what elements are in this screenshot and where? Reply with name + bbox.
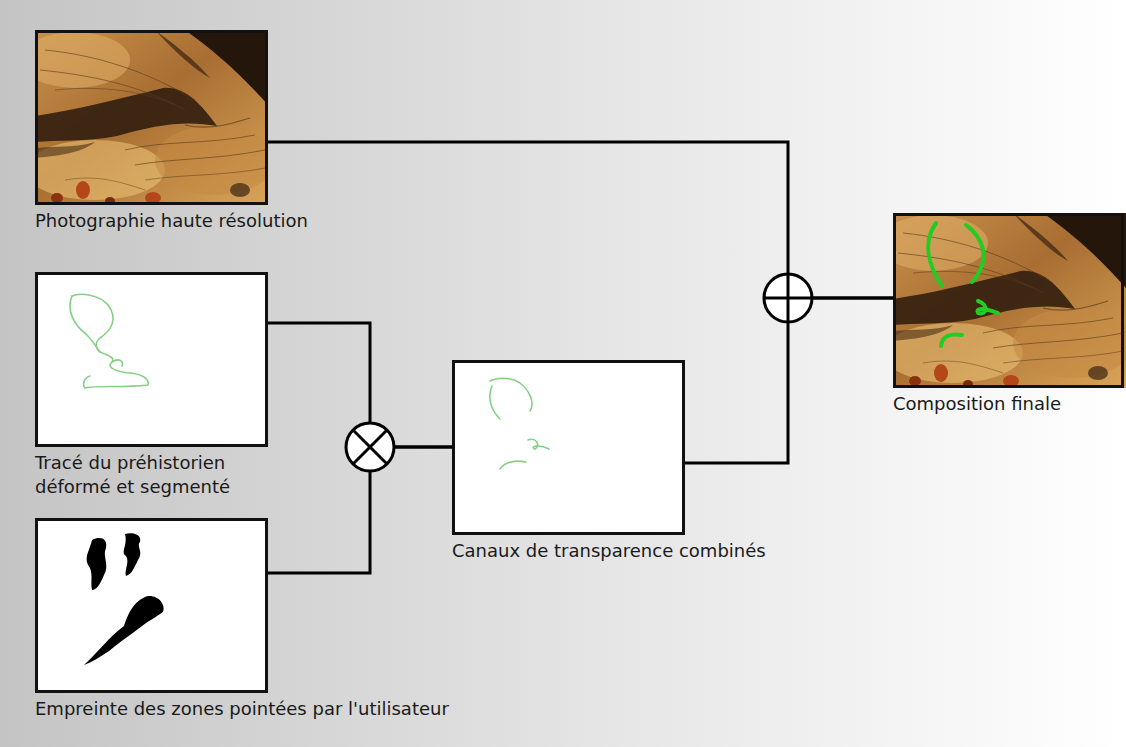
combined-drawing [452,360,685,535]
image-caption: Tracé du préhistorien déformé et segment… [35,451,297,499]
final-composite [878,213,1126,388]
add-symbol [764,274,812,322]
cave-photograph [20,30,275,205]
image-box: Canaux de transparence combinés [452,360,685,535]
image-caption: Canaux de transparence combinés [452,539,766,563]
image-box: Composition finale [893,213,1124,388]
mask-drawing [35,518,268,693]
multiply-symbol [346,423,394,471]
connector-line [268,142,893,298]
image-box: Photographie haute résolution [35,30,268,205]
image-caption: Photographie haute résolution [35,209,308,233]
image-box: Empreinte des zones pointées par l'utili… [35,518,268,693]
image-box: Tracé du préhistorien déformé et segment… [35,272,268,447]
trace-drawing [35,272,268,447]
image-caption: Empreinte des zones pointées par l'utili… [35,697,449,721]
image-caption: Composition finale [893,392,1061,416]
